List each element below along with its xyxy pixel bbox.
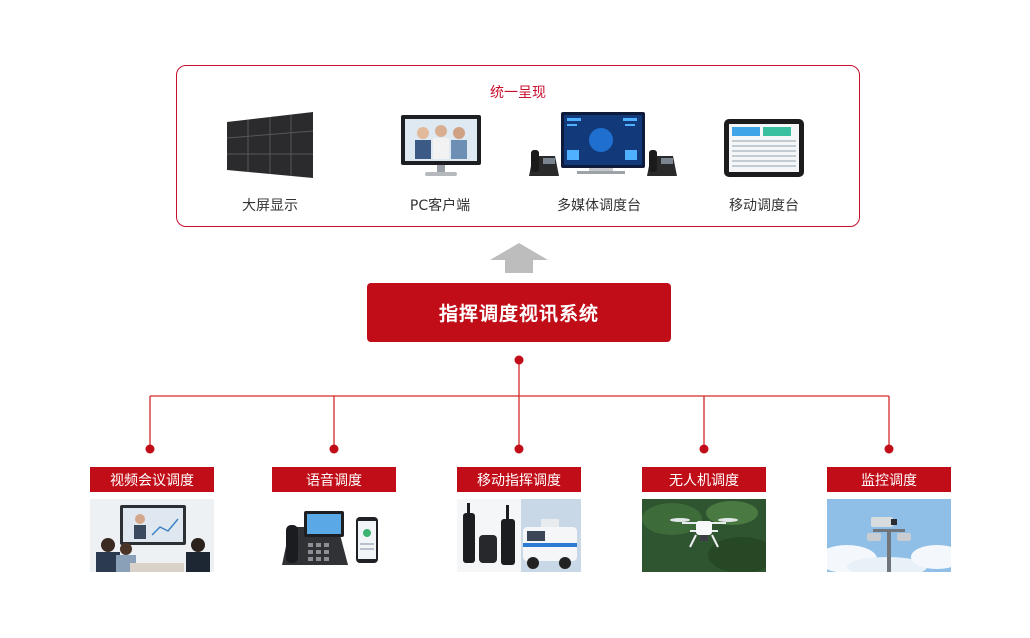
drone-image <box>642 499 766 572</box>
device-label-mobile-console: 移动调度台 <box>729 198 799 214</box>
panel-title: 统一呈现 <box>490 85 546 101</box>
video-conference-image <box>90 499 214 572</box>
multimedia-console-icon <box>529 112 677 176</box>
pc-monitor-icon <box>401 115 481 176</box>
command-dispatch-system-box: 指挥调度视讯系统 <box>367 283 671 342</box>
mobile-command-image <box>457 499 581 572</box>
category-mobile-command: 移动指挥调度 <box>457 467 581 492</box>
unified-presentation-panel: 统一呈现 <box>176 65 860 227</box>
category-video-conference: 视频会议调度 <box>90 467 214 492</box>
device-label-pc-client: PC客户端 <box>409 198 471 214</box>
category-monitoring-dispatch: 监控调度 <box>827 467 951 492</box>
up-arrow-icon <box>490 243 548 273</box>
surveillance-camera-image <box>827 499 951 572</box>
video-wall-icon <box>226 112 314 178</box>
category-drone-dispatch: 无人机调度 <box>642 467 766 492</box>
tablet-icon <box>724 119 804 177</box>
voice-dispatch-image <box>272 499 396 572</box>
device-label-big-screen: 大屏显示 <box>242 198 298 214</box>
category-voice-dispatch: 语音调度 <box>272 467 396 492</box>
device-label-multimedia-console: 多媒体调度台 <box>557 198 641 214</box>
